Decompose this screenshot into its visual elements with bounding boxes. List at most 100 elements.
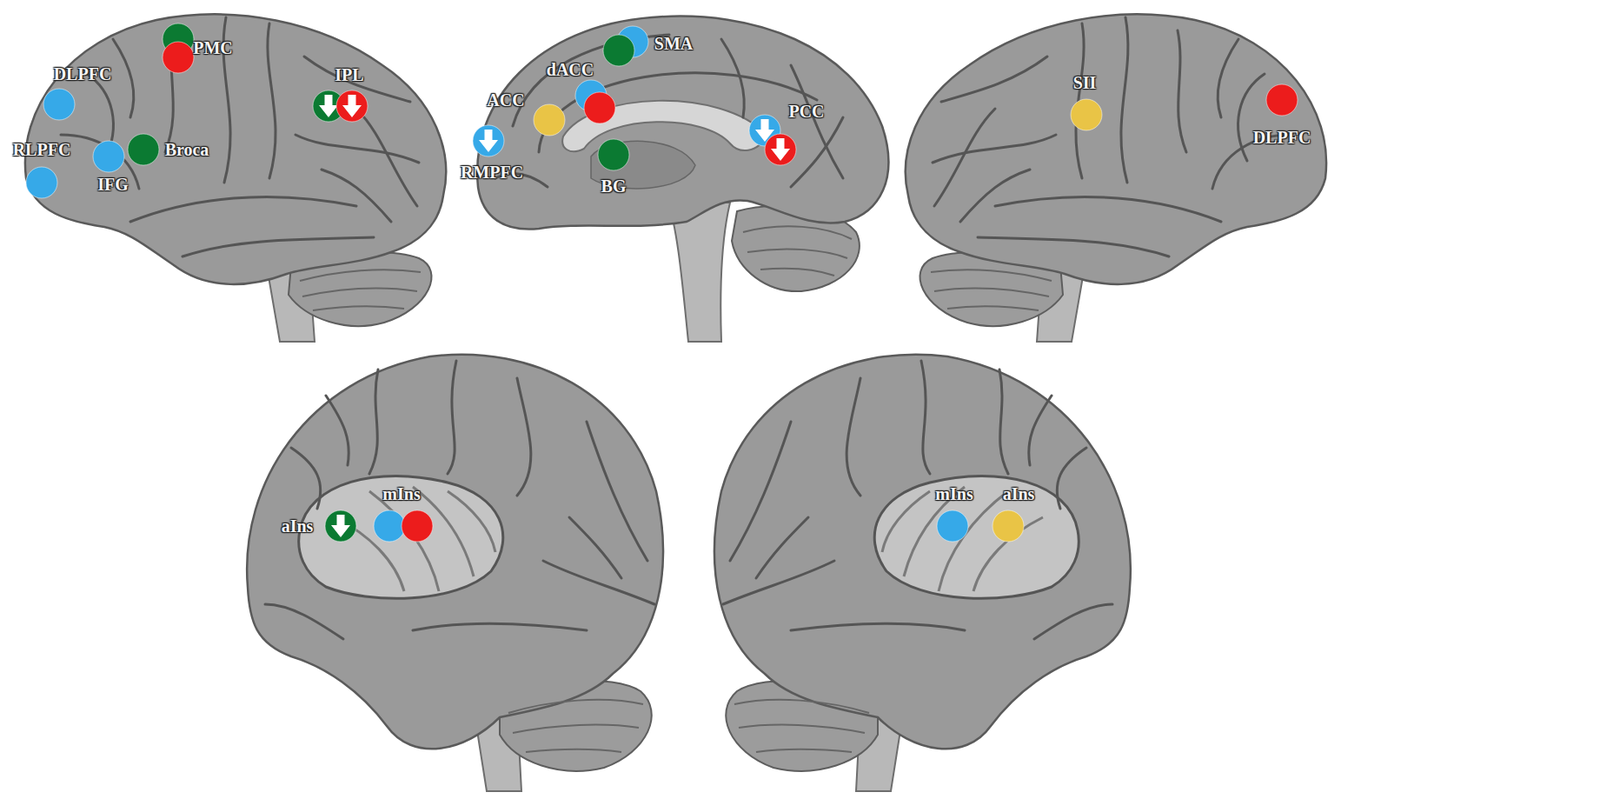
cerebellum-fold-line (934, 288, 1049, 297)
dot-circle (401, 510, 433, 542)
sulcus-line (1056, 447, 1087, 509)
insula-gyrus-line (447, 491, 496, 552)
activation-dot (26, 166, 58, 199)
region-label: aIns (281, 517, 314, 535)
left-insula-brain (246, 354, 664, 791)
activation-dot (584, 92, 616, 124)
dot-circle (373, 510, 405, 542)
region-label: ACC (486, 91, 525, 109)
sulcus-line (723, 560, 835, 605)
sulcus-line (517, 378, 532, 496)
sulcus-line (182, 237, 374, 257)
activation-dot (43, 88, 75, 120)
activation-dot (603, 34, 635, 67)
sulcus-line (267, 23, 276, 179)
sulcus-line (1177, 30, 1187, 153)
sulcus-line (356, 108, 418, 206)
activation-dot (92, 140, 125, 173)
sulcus-line (790, 65, 844, 179)
region-label: Broca (165, 140, 210, 159)
cerebellum-fold-line (760, 268, 835, 276)
cortex-shape (477, 16, 889, 230)
region-label: PMC (192, 39, 233, 57)
sulcus-line (112, 39, 134, 118)
dot-circle (1266, 84, 1298, 116)
sulcus-line (1217, 39, 1239, 118)
dot-circle (992, 510, 1024, 542)
insula-gyrus-line (369, 491, 439, 591)
dot-circle (162, 41, 194, 74)
dot-circle (92, 140, 125, 173)
sulcus-line (586, 421, 648, 561)
sulcus-line (1121, 17, 1129, 183)
region-label: mIns (935, 484, 973, 503)
sulcus-line (921, 360, 930, 474)
region-label: PCC (788, 102, 824, 120)
dot-circle (597, 139, 630, 171)
activation-dot (992, 510, 1024, 542)
cerebellum-fold-line (525, 749, 622, 752)
cerebellum-fold-line (312, 305, 405, 311)
sulcus-line (369, 369, 379, 474)
cerebellum-fold-line (747, 248, 848, 259)
dot-circle (584, 92, 616, 124)
right-insula-brain (714, 354, 1131, 791)
down-arrow-symbol (318, 94, 339, 118)
sulcus-line (730, 421, 791, 561)
activation-dot (1266, 84, 1298, 116)
cerebellum-fold-line (930, 269, 1052, 281)
region-label: RMPFC (460, 163, 524, 181)
sulcus-line (295, 134, 419, 163)
region-label: BG (601, 177, 627, 195)
activation-dot (373, 510, 405, 542)
sulcus-line (412, 624, 587, 631)
sulcus-line (790, 624, 965, 631)
region-label: aIns (1002, 484, 1036, 503)
deactivation-dot (325, 510, 357, 542)
sulcus-line (790, 117, 844, 187)
left-lateral-brain (25, 13, 446, 342)
cerebellum-fold-line (299, 269, 421, 281)
activation-dot (1070, 99, 1103, 131)
cortex-shape (905, 13, 1327, 284)
down-arrow-symbol (770, 138, 791, 161)
region-label: dACC (546, 60, 594, 79)
sulcus-line (960, 169, 1030, 222)
sulcus-line (999, 369, 1009, 474)
sulcus-line (941, 56, 1048, 102)
sulcus-line (569, 517, 622, 578)
sulcus-line (1029, 395, 1052, 465)
cerebellum-fold-line (512, 724, 639, 733)
sulcus-line (1034, 604, 1113, 639)
activation-dot (936, 510, 969, 542)
sulcus-line (721, 39, 744, 118)
deactivation-dot (472, 125, 505, 157)
region-label: mIns (382, 484, 420, 503)
cerebellum-fold-line (738, 724, 865, 733)
sulcus-line (977, 237, 1169, 257)
region-label: IPL (334, 66, 364, 84)
sulcus-line (265, 604, 344, 639)
dot-circle (43, 88, 75, 120)
down-arrow-symbol (331, 514, 351, 538)
cerebellum-fold-line (947, 305, 1039, 311)
region-label: RLPFC (13, 140, 72, 159)
dot-circle (127, 133, 160, 166)
region-label: IFG (97, 175, 129, 193)
deactivation-dot (764, 133, 797, 166)
sulcus-line (130, 197, 357, 222)
cerebellum-fold-line (302, 288, 418, 297)
sulcus-line (291, 447, 321, 509)
cerebellum-fold-line (756, 749, 852, 752)
sulcus-line (934, 108, 996, 206)
deactivation-dot (336, 90, 368, 122)
region-label: SMA (654, 34, 693, 53)
right-lateral-brain (905, 13, 1327, 342)
activation-dots (26, 23, 1298, 542)
medial-brain (477, 16, 889, 342)
insula-shape (298, 475, 504, 598)
dot-circle (26, 166, 58, 199)
insula-gyrus-line (882, 491, 930, 552)
